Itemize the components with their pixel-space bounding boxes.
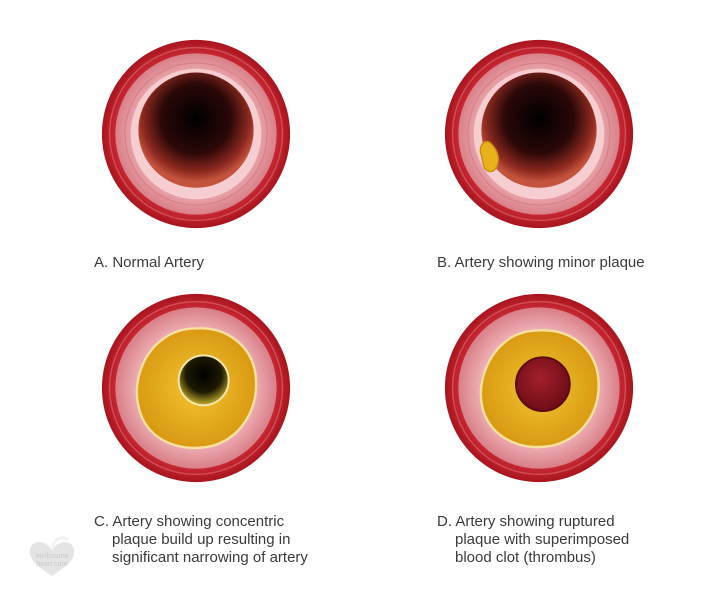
thrombus-blood-clot bbox=[515, 356, 571, 412]
artery-minor-plaque-illustration bbox=[444, 39, 634, 229]
minor-plaque bbox=[479, 140, 500, 173]
artery-concentric-plaque-illustration bbox=[101, 293, 291, 483]
melbourne-heart-care-logo-icon bbox=[29, 536, 75, 576]
artery-normal-illustration bbox=[101, 39, 291, 229]
caption-normal-artery: A. Normal Artery bbox=[94, 254, 205, 271]
artery-ruptured-plaque-illustration bbox=[444, 293, 634, 483]
caption-ruptured-plaque: D. Artery showing ruptured plaque with s… bbox=[437, 513, 630, 566]
lumen bbox=[138, 72, 254, 188]
lumen bbox=[481, 72, 597, 188]
caption-minor-plaque: B. Artery showing minor plaque bbox=[437, 254, 645, 271]
watermark-text: melbourne heart care bbox=[35, 553, 69, 568]
narrowed-lumen bbox=[177, 354, 230, 407]
caption-concentric-plaque: C. Artery showing concentric plaque buil… bbox=[94, 513, 308, 566]
